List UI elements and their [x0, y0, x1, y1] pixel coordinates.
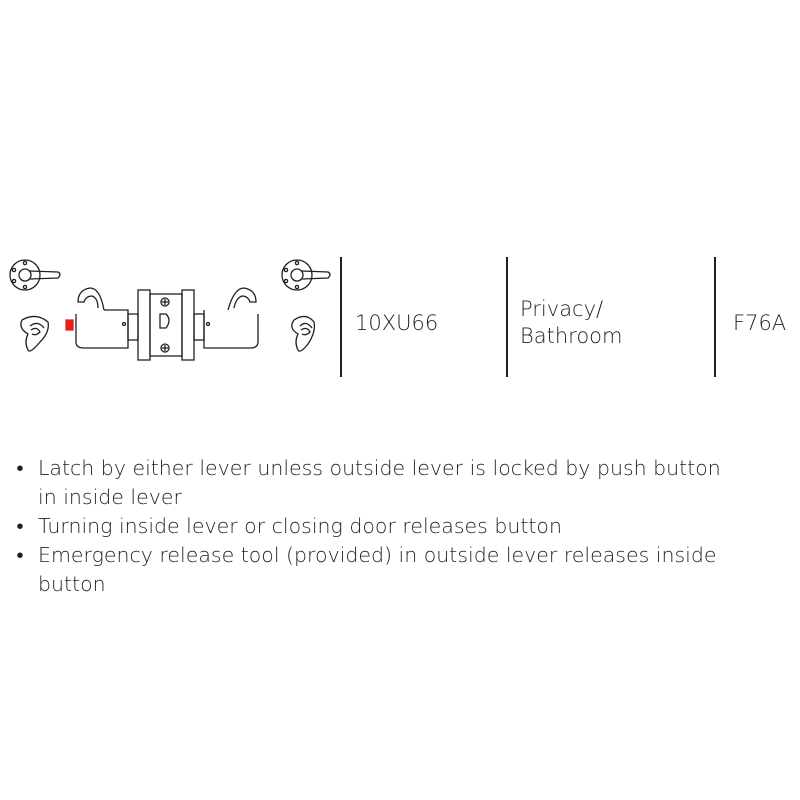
function-name: Privacy/ Bathroom — [520, 296, 623, 350]
feature-item: • Latch by either lever unless outside l… — [10, 454, 795, 512]
feature-text-line: Turning inside lever or closing door rel… — [38, 514, 562, 538]
function-code: F76A — [733, 311, 787, 335]
release-slot-icon — [291, 315, 316, 352]
bullet-icon: • — [16, 543, 24, 567]
lever-rose-icon — [281, 259, 331, 291]
function-name-line: Privacy/ — [520, 297, 604, 321]
bullet-icon: • — [16, 456, 24, 480]
column-divider — [506, 257, 508, 377]
lockset-diagram — [0, 250, 340, 380]
feature-text-line: Latch by either lever unless outside lev… — [38, 456, 721, 480]
lockset-side-view-icon — [65, 287, 259, 361]
column-divider — [714, 257, 716, 377]
feature-list: • Latch by either lever unless outside l… — [10, 454, 795, 599]
lockset-drawing — [9, 259, 331, 361]
function-name-line: Bathroom — [520, 324, 623, 348]
bullet-icon: • — [16, 514, 24, 538]
feature-text-line: in inside lever — [38, 485, 182, 509]
lever-rose-icon — [9, 259, 61, 291]
feature-text-line: button — [38, 572, 106, 596]
feature-item: • Turning inside lever or closing door r… — [10, 512, 795, 541]
feature-item: • Emergency release tool (provided) in o… — [10, 541, 795, 599]
release-slot-icon — [20, 315, 49, 352]
feature-text-line: Emergency release tool (provided) in out… — [38, 543, 717, 567]
model-number: 10XU66 — [355, 311, 439, 335]
column-divider — [340, 257, 342, 377]
